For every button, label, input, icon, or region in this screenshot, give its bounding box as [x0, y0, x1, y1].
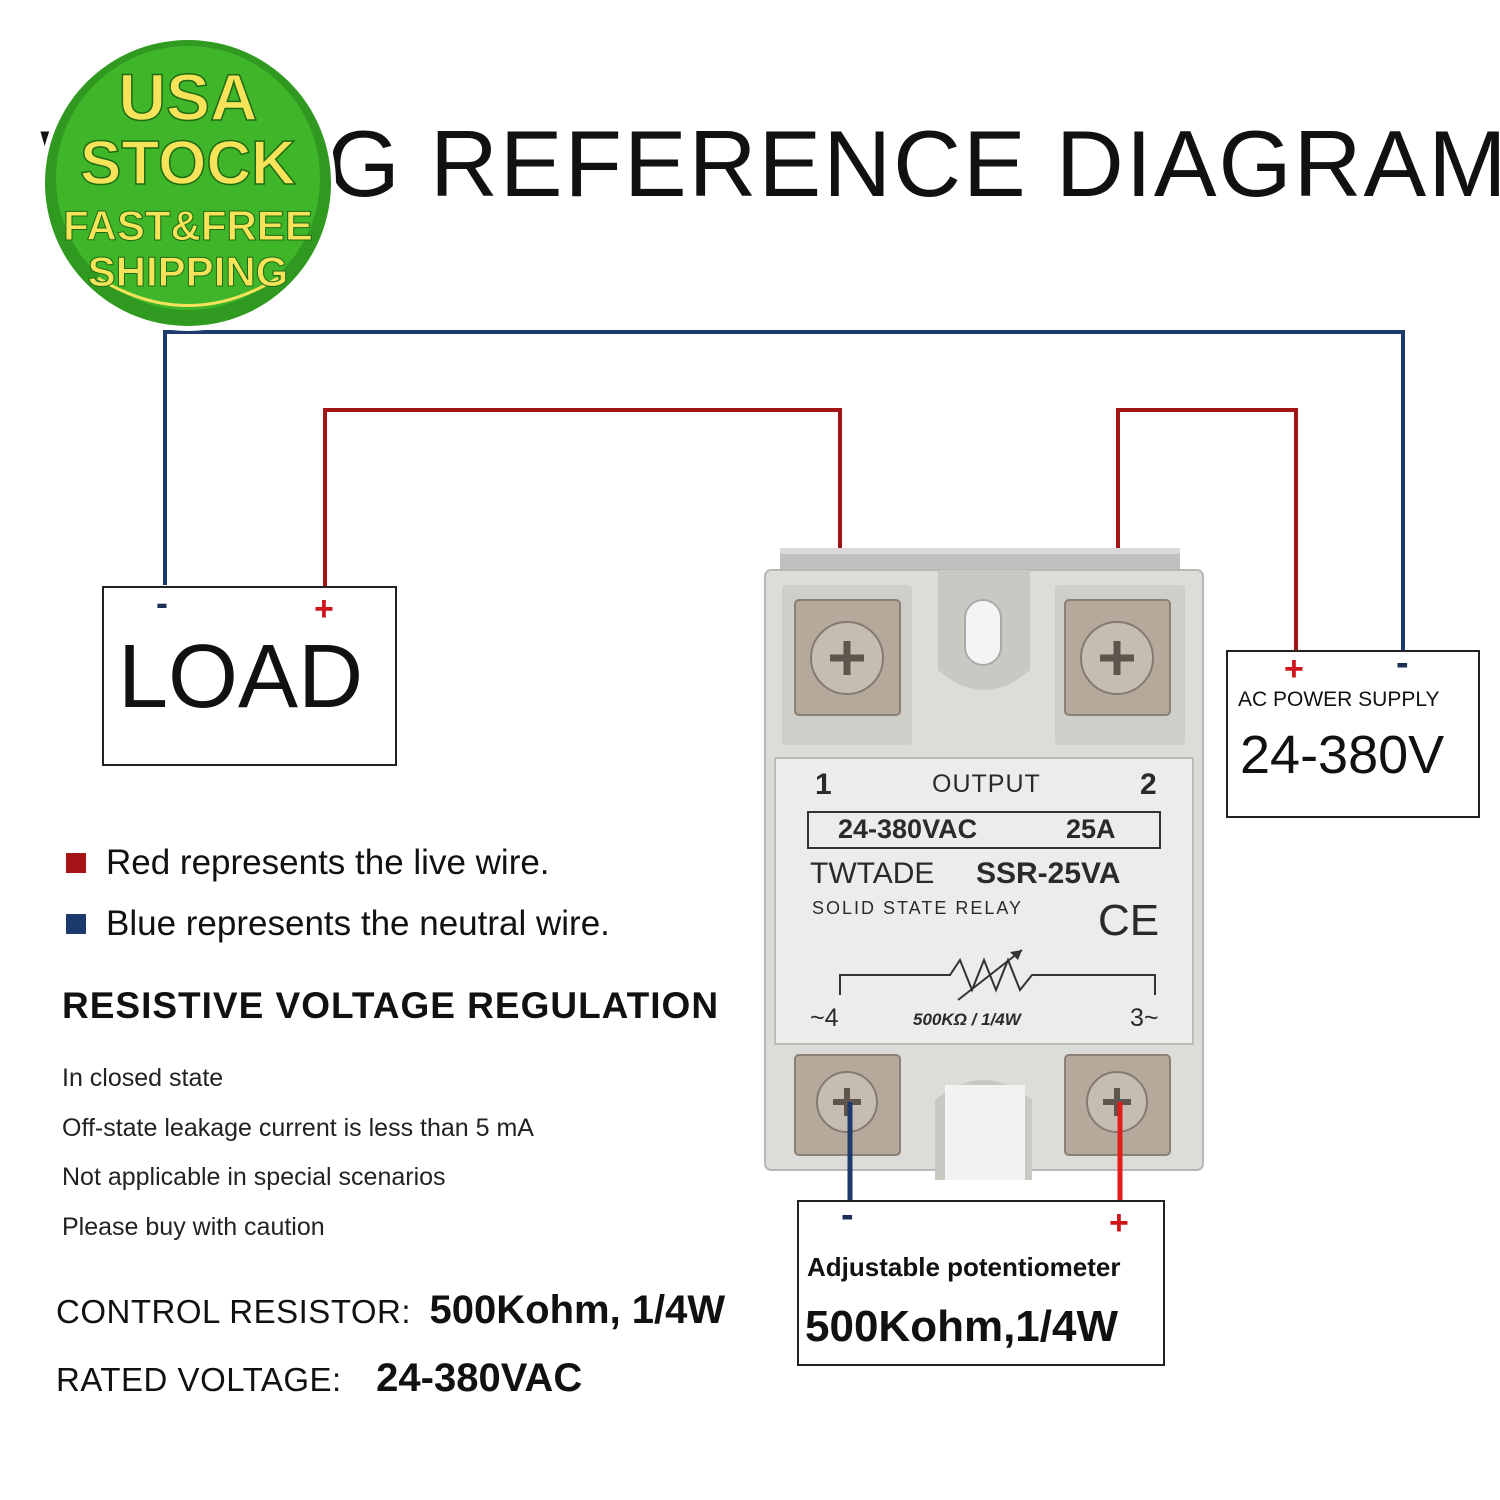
ce-mark: CE — [1098, 896, 1160, 945]
note-1: In closed state — [62, 1064, 224, 1092]
badge-line-4: SHIPPING — [88, 248, 289, 295]
supply-voltage: 24-380V — [1240, 725, 1445, 785]
pot-value: 500Kohm,1/4W — [805, 1302, 1118, 1351]
spec-rated-voltage: RATED VOLTAGE: 24-380VAC — [56, 1356, 582, 1401]
spec-control-resistor: CONTROL RESISTOR: 500Kohm, 1/4W — [56, 1288, 725, 1333]
supply-title: AC POWER SUPPLY — [1238, 688, 1440, 711]
relay-output-label: OUTPUT — [932, 770, 1041, 798]
load-plus-sign: + — [314, 590, 334, 628]
rated-voltage-label: RATED VOLTAGE: — [56, 1361, 342, 1398]
note-2: Off-state leakage current is less than 5… — [62, 1114, 534, 1142]
relay-terminal-2-label: 2 — [1140, 768, 1157, 801]
pot-minus-sign: - — [841, 1194, 854, 1236]
neutral-wire-top — [163, 330, 1405, 650]
note-3: Not applicable in special scenarios — [62, 1163, 446, 1191]
supply-minus-sign: - — [1396, 642, 1409, 684]
supply-plus-sign: + — [1284, 650, 1304, 688]
badge-line-2: STOCK — [80, 129, 296, 198]
potentiometer-box: - + Adjustable potentiometer 500Kohm,1/4… — [797, 1194, 1165, 1366]
rated-voltage-value: 24-380VAC — [376, 1356, 583, 1400]
relay-terminal-4-label: ~4 — [810, 1004, 839, 1032]
note-4: Please buy with caution — [62, 1213, 325, 1241]
solid-state-relay — [764, 548, 1204, 1180]
relay-brand: TWTADE — [810, 857, 935, 890]
badge-inner-disc — [56, 46, 320, 310]
relay-label-panel — [774, 757, 1194, 1045]
usa-stock-badge: USA STOCK FAST&FREE SHIPPING — [40, 35, 336, 331]
badge-line-3: FAST&FREE — [63, 202, 313, 249]
relay-type: SOLID STATE RELAY — [812, 898, 1024, 918]
load-label: LOAD — [118, 627, 364, 727]
red-square-icon — [66, 853, 86, 873]
pot-title: Adjustable potentiometer — [807, 1252, 1121, 1282]
pot-plus-sign: + — [1109, 1204, 1129, 1242]
blue-square-icon — [66, 914, 86, 934]
badge-line-1: USA — [118, 60, 257, 134]
relay-model: SSR-25VA — [976, 857, 1121, 890]
relay-pot-rating: 500KΩ / 1/4W — [913, 1010, 1021, 1029]
ac-power-supply-box: + - AC POWER SUPPLY 24-380V — [1226, 642, 1480, 818]
section-heading: RESISTIVE VOLTAGE REGULATION — [62, 985, 720, 1026]
relay-terminal-3-label: 3~ — [1130, 1004, 1159, 1032]
load-minus-sign: - — [156, 582, 168, 623]
legend-blue: Blue represents the neutral wire. — [66, 904, 610, 944]
relay-terminal-1-label: 1 — [815, 768, 832, 801]
relay-rating-voltage: 24-380VAC — [838, 814, 978, 844]
legend-blue-text: Blue represents the neutral wire. — [106, 904, 610, 943]
relay-rating-current: 25A — [1066, 814, 1116, 844]
control-resistor-value: 500Kohm, 1/4W — [429, 1288, 726, 1332]
legend-red-text: Red represents the live wire. — [106, 843, 550, 882]
control-resistor-label: CONTROL RESISTOR: — [56, 1293, 412, 1330]
legend-red: Red represents the live wire. — [66, 843, 550, 883]
load-box: - + LOAD — [102, 582, 397, 766]
